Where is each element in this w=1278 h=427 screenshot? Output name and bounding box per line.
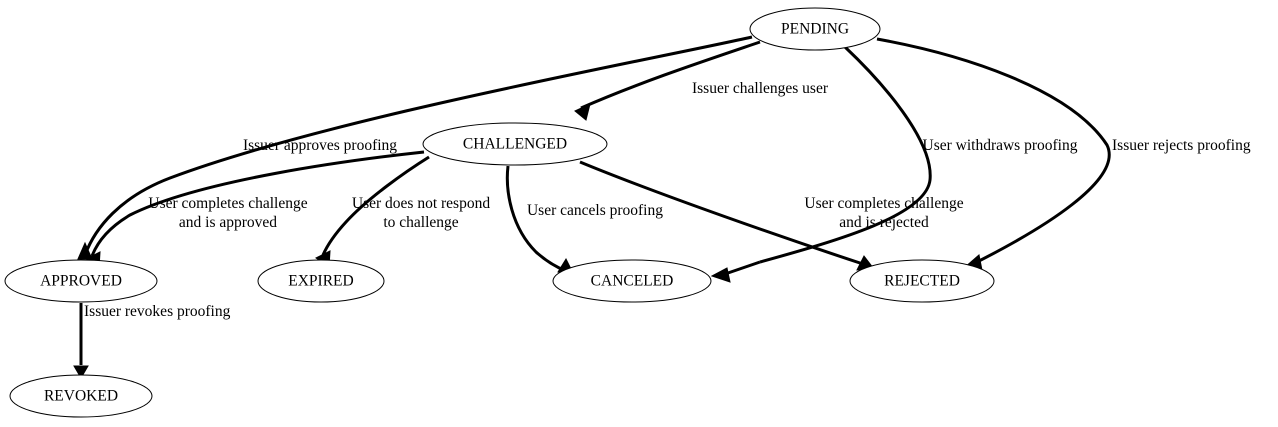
node-shape-pending[interactable]: [749, 7, 881, 51]
node-challenged[interactable]: CHALLENGED: [422, 122, 608, 166]
edge-pending-rejected: Issuer rejects proofing: [876, 37, 1251, 271]
node-shape-canceled[interactable]: [552, 259, 712, 303]
edge-pending-approved: Issuer approves proofing: [77, 35, 753, 260]
node-expired[interactable]: EXPIRED: [257, 259, 385, 303]
edge-label-challenged-approved-line2: and is approved: [179, 214, 277, 231]
edge-label-challenged-expired-line2: to challenge: [383, 214, 458, 231]
node-label-revoked: REVOKED: [44, 388, 118, 405]
node-label-approved: APPROVED: [40, 273, 122, 290]
edge-label-challenged-expired-line1: User does not respond: [352, 195, 490, 212]
node-approved[interactable]: APPROVED: [4, 259, 158, 303]
node-label-expired: EXPIRED: [288, 273, 353, 290]
node-label-canceled: CANCELED: [591, 273, 674, 290]
node-shape-approved[interactable]: [4, 259, 158, 303]
node-label-rejected: REJECTED: [884, 273, 960, 290]
arrowhead-approved-revoked: [73, 365, 89, 379]
arrowhead-pending-canceled: [710, 267, 731, 283]
edge-pending-canceled: User withdraws proofing: [710, 45, 1078, 283]
node-shape-rejected[interactable]: [849, 259, 995, 303]
edge-path-pending-challenged: [580, 40, 761, 110]
node-label-pending: PENDING: [781, 21, 849, 38]
edge-path-pending-rejected: [876, 37, 1111, 264]
node-shape-expired[interactable]: [257, 259, 385, 303]
edge-path-challenged-canceled: [505, 165, 567, 273]
node-label-challenged: CHALLENGED: [463, 136, 567, 153]
node-shape-challenged[interactable]: [422, 122, 608, 166]
arrowhead-pending-approved: [77, 241, 93, 260]
edge-challenged-rejected: User completes challenge and is rejected: [579, 160, 964, 271]
arrowhead-pending-challenged: [574, 103, 591, 121]
edge-label-challenged-canceled: User cancels proofing: [527, 202, 663, 219]
edge-label-approved-revoked: Issuer revokes proofing: [84, 303, 231, 320]
edge-path-pending-canceled-tail: [724, 260, 761, 276]
edge-path-pending-approved: [83, 35, 753, 256]
edge-path-challenged-rejected: [579, 160, 867, 267]
edge-path-pending-canceled: [759, 45, 932, 264]
edge-approved-revoked: Issuer revokes proofing: [73, 303, 231, 379]
edge-pending-challenged: Issuer challenges user: [574, 40, 829, 121]
edge-label-pending-rejected: Issuer rejects proofing: [1112, 137, 1251, 154]
node-shape-revoked[interactable]: [9, 374, 153, 418]
edge-label-challenged-approved-line1: User completes challenge: [148, 195, 307, 212]
edge-label-pending-challenged: Issuer challenges user: [692, 80, 829, 97]
node-pending[interactable]: PENDING: [749, 7, 881, 51]
edge-path-challenged-expired: [321, 155, 430, 256]
edge-challenged-expired: User does not respond to challenge: [315, 155, 490, 268]
edge-label-challenged-rejected-line1: User completes challenge: [804, 195, 963, 212]
edge-label-challenged-rejected-line2: and is rejected: [839, 214, 929, 231]
node-canceled[interactable]: CANCELED: [552, 259, 712, 303]
node-revoked[interactable]: REVOKED: [9, 374, 153, 418]
edge-label-pending-canceled: User withdraws proofing: [923, 137, 1078, 154]
edge-label-pending-approved: Issuer approves proofing: [243, 137, 397, 154]
edge-challenged-canceled: User cancels proofing: [505, 165, 663, 276]
edge-path-challenged-approved: [90, 150, 425, 257]
node-rejected[interactable]: REJECTED: [849, 259, 995, 303]
